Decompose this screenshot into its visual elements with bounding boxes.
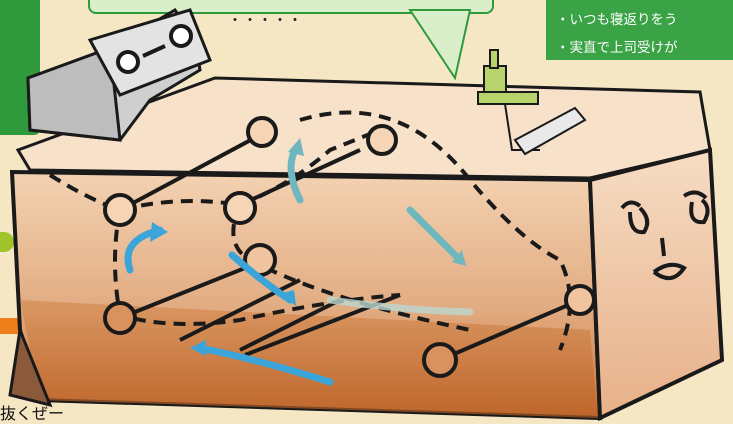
caption-fragment: 抜くぜー — [0, 400, 64, 424]
speech-bubble-tail — [410, 10, 470, 78]
box-right-face — [590, 150, 722, 418]
